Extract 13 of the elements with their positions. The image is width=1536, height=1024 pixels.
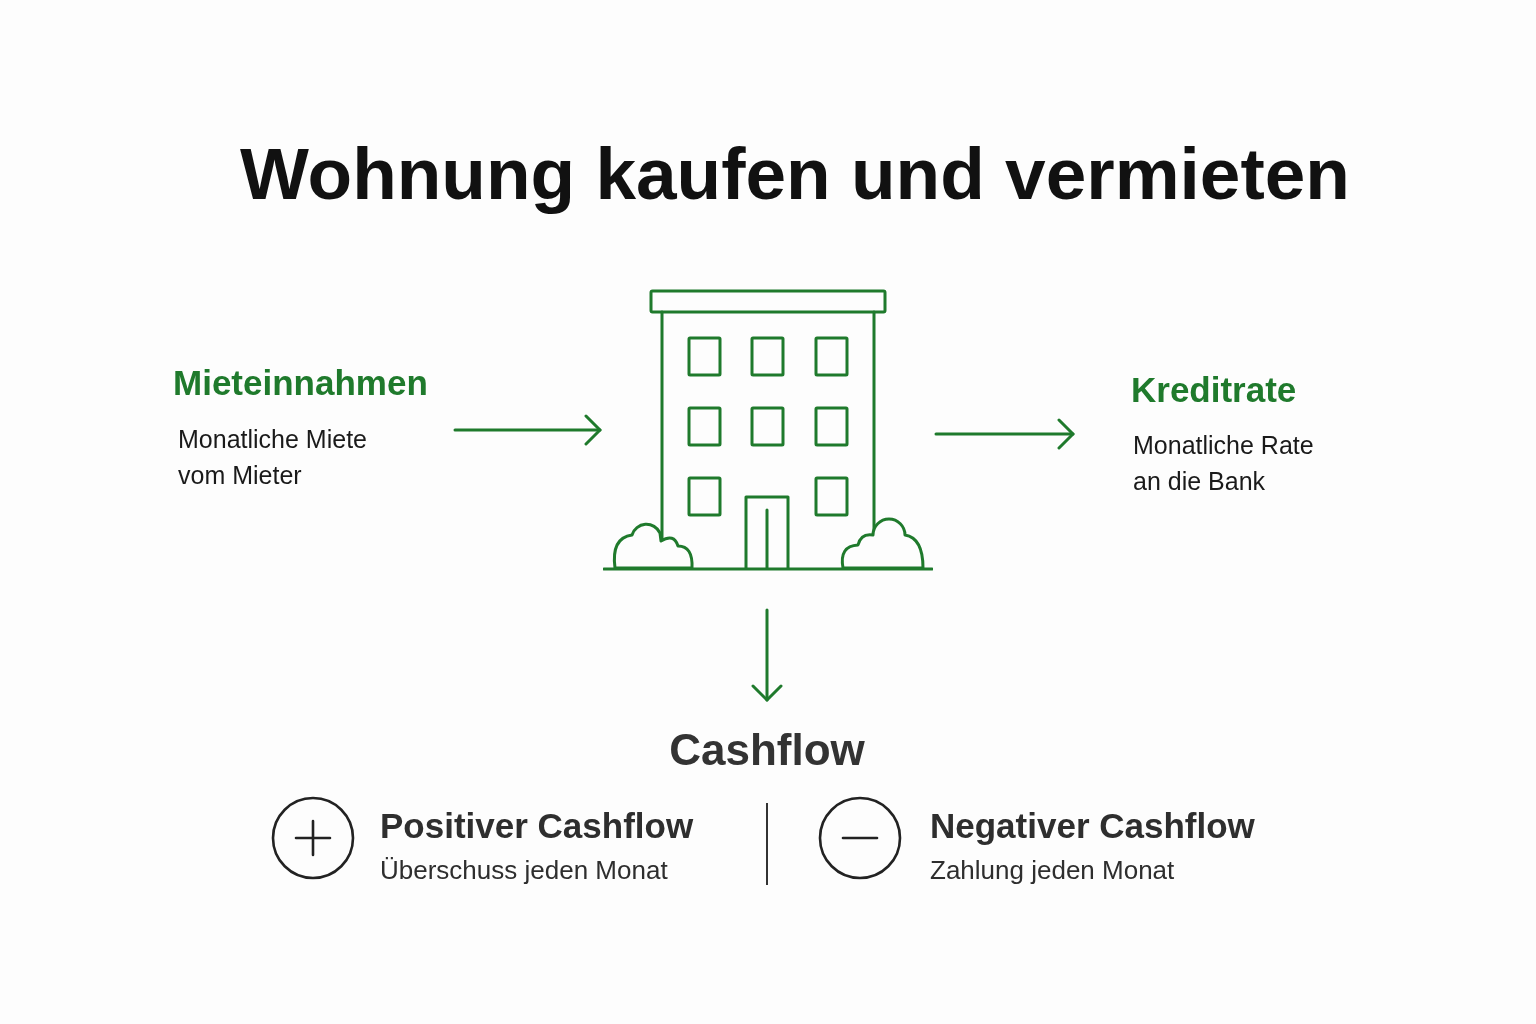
description-text: Monatliche Miete vom Mieter (178, 424, 368, 492)
subheading: Negativer Cashflow (930, 806, 1255, 847)
description-text: Monatliche Rate an die Bank (1133, 430, 1315, 498)
arrow (453, 414, 602, 446)
heading-text: Kreditrate (1131, 370, 1297, 411)
arrow (934, 418, 1075, 450)
heading-text: Mieteinnahmen (173, 363, 428, 404)
subheading: Positiver Cashflow (380, 806, 694, 847)
description-text: Zahlung jeden Monat (930, 856, 1175, 886)
heading-text: Cashflow (669, 725, 865, 776)
arrow (751, 608, 783, 702)
description-text: Überschuss jeden Monat (380, 856, 668, 886)
title: Wohnung kaufen und vermieten (240, 132, 1350, 216)
